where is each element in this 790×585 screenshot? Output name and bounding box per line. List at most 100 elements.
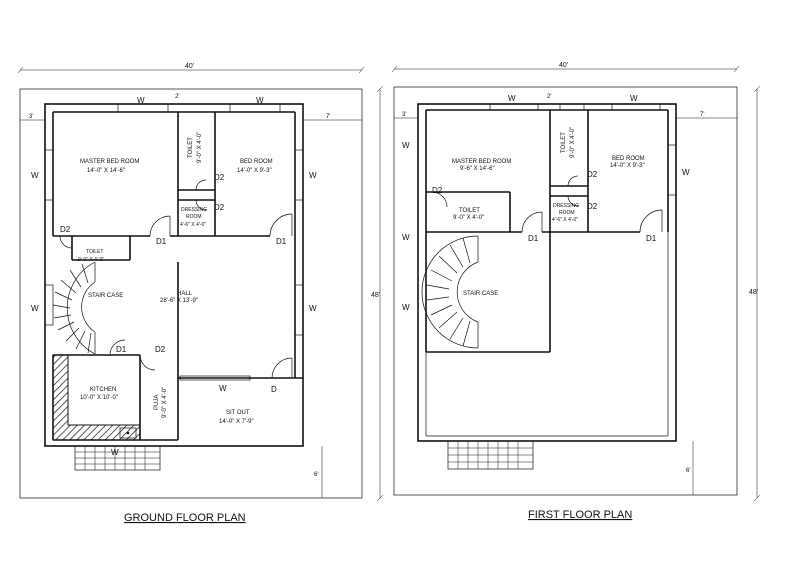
first-door-d1-bed: D1 (646, 234, 657, 243)
ground-plot-boundary (19, 88, 363, 499)
first-setback-right: 7' (676, 112, 737, 119)
first-depth-dimension-right: 48' (749, 85, 761, 502)
kitchen-sink (119, 427, 137, 439)
first-interior-walls (425, 109, 669, 437)
ground-dressing-label: DRESSING (181, 207, 207, 213)
ground-gap-label: 2' (175, 94, 179, 100)
first-width-dimension: 40' (391, 62, 740, 73)
ground-puja-label: PUJA (154, 395, 160, 410)
ground-setback-right-label: 7' (326, 114, 330, 120)
first-bed-label: BED ROOM (612, 156, 645, 162)
ground-door-d2-dressing-b: D2 (214, 203, 225, 212)
first-plot-boundary (393, 86, 738, 496)
first-doors (431, 175, 663, 233)
ground-outer-wall (44, 103, 304, 447)
ground-doors (59, 179, 293, 379)
ground-door-d-main: D (271, 385, 277, 394)
ground-setback-right: 7' (303, 114, 362, 121)
first-depth-label-left: 48' (371, 292, 380, 299)
ground-bed-label: BED ROOM (240, 159, 273, 165)
ground-setback-front-label: 6' (314, 472, 318, 478)
kitchen-counter (52, 354, 141, 441)
first-toilet-vertical-label: TOILET (561, 132, 567, 153)
sink-drain (126, 431, 130, 435)
ground-door-d1-kitchen: D1 (116, 345, 127, 354)
ground-master-bed-size: 14'-0" X 14'-6" (87, 168, 125, 174)
ground-width-label: 40' (185, 63, 194, 70)
first-floor-plan: 40' 48' 48' 3' 7' 6' 2' (371, 62, 761, 521)
first-setback-front-label: 6' (686, 468, 690, 474)
first-setback-right-label: 7' (700, 112, 704, 118)
ground-master-bed-label: MASTER BED ROOM (80, 159, 139, 165)
first-toilet-horizontal-label: TOILET (459, 208, 480, 214)
first-window-left-upper: W (402, 141, 410, 150)
ground-dressing-size: 4'-6" X 4'-0" (180, 222, 206, 228)
ground-kitchen-size: 10'-0" X 10'-0" (80, 395, 118, 401)
ground-stair-label: STAIR CASE (88, 293, 123, 299)
ground-windows (44, 103, 304, 381)
ground-kitchen-label: KITCHEN (90, 387, 116, 393)
ground-toilet-small-size: 9'-0" X 4'-0" (78, 257, 104, 263)
ground-bed-size: 14'-0" X 9'-3" (237, 168, 272, 174)
first-door-d2-master: D2 (432, 186, 443, 195)
first-dressing-size: 4'-6" X 4'-0" (552, 217, 578, 223)
first-bed-size: 14'-0" X 9'-3" (610, 163, 645, 169)
ground-hall-size: 28'-6" X 13'-9" (160, 298, 198, 304)
first-toilet-vertical-size: 9'-0" X 4'-0" (570, 127, 576, 158)
first-door-d1-master: D1 (528, 234, 539, 243)
first-width-label: 40' (559, 62, 568, 69)
ground-door-d1-bed: D1 (276, 237, 287, 246)
ground-window-left-upper: W (31, 171, 39, 180)
ground-dressing-label-2: ROOM (186, 214, 202, 220)
first-setback-left: 3' (394, 112, 418, 119)
ground-window-top-right: W (256, 96, 264, 105)
first-master-bed-size: 9'-6" X 14'-6" (460, 166, 495, 172)
ground-front-steps (74, 445, 161, 471)
first-door-d2-dressing-a: D2 (587, 170, 598, 179)
first-window-right: W (682, 168, 690, 177)
ground-hall-label: HALL (177, 291, 193, 297)
first-door-d2-dressing-b: D2 (587, 202, 598, 211)
first-stair-label: STAIR CASE (463, 291, 498, 297)
ground-setback-left: 3' (20, 114, 45, 121)
ground-door-d1-master: D1 (156, 237, 167, 246)
ground-door-d2-toilet: D2 (60, 225, 71, 234)
ground-toilet-vertical-size: 9'-0" X 4'-0" (197, 132, 203, 163)
ground-window-left-lower: W (31, 304, 39, 313)
ground-window-right-upper: W (309, 171, 317, 180)
ground-sitout-label: SIT OUT (226, 410, 250, 416)
first-depth-dimension-left: 48' (371, 85, 384, 502)
ground-puja-size: 9'-0" X 4'-0" (162, 387, 168, 418)
first-master-bed-label: MASTER BED ROOM (452, 159, 511, 165)
ground-floor-title: GROUND FLOOR PLAN (124, 512, 246, 524)
first-windows (489, 103, 677, 196)
first-setback-left-label: 3' (402, 112, 406, 118)
first-outer-wall (417, 103, 677, 442)
ground-door-d2-dressing-a: D2 (214, 173, 225, 182)
ground-window-sitout: W (219, 384, 227, 393)
first-setback-front: 6' (686, 441, 694, 495)
first-floor-title: FIRST FLOOR PLAN (528, 509, 632, 521)
ground-setback-left-label: 3' (29, 114, 33, 120)
first-spiral-staircase (421, 235, 479, 349)
first-gap-label: 2' (547, 94, 551, 100)
first-front-steps (447, 440, 534, 470)
ground-sitout-size: 14'-0" X 7'-9" (219, 419, 254, 425)
first-window-left-lower: W (402, 303, 410, 312)
first-dressing-label-2: ROOM (559, 210, 575, 216)
first-depth-label-right: 48' (749, 289, 758, 296)
ground-floor-plan: 40' 3' 7' 6' 2' (17, 63, 365, 524)
ground-toilet-vertical-label: TOILET (188, 137, 194, 158)
first-window-top-right: W (630, 94, 638, 103)
ground-setback-front: 6' (314, 446, 323, 498)
ground-window-top-left: W (137, 96, 145, 105)
ground-toilet-small-label: TOILET (86, 249, 103, 255)
ground-window-right-lower: W (309, 304, 317, 313)
ground-door-d2-puja: D2 (155, 345, 166, 354)
first-dressing-label: DRESSING (553, 203, 579, 209)
first-window-left-mid: W (402, 233, 410, 242)
first-toilet-horizontal-size: 9'-0" X 4'-0" (453, 215, 484, 221)
ground-spiral-staircase (52, 261, 96, 355)
ground-width-dimension: 40' (17, 63, 365, 74)
